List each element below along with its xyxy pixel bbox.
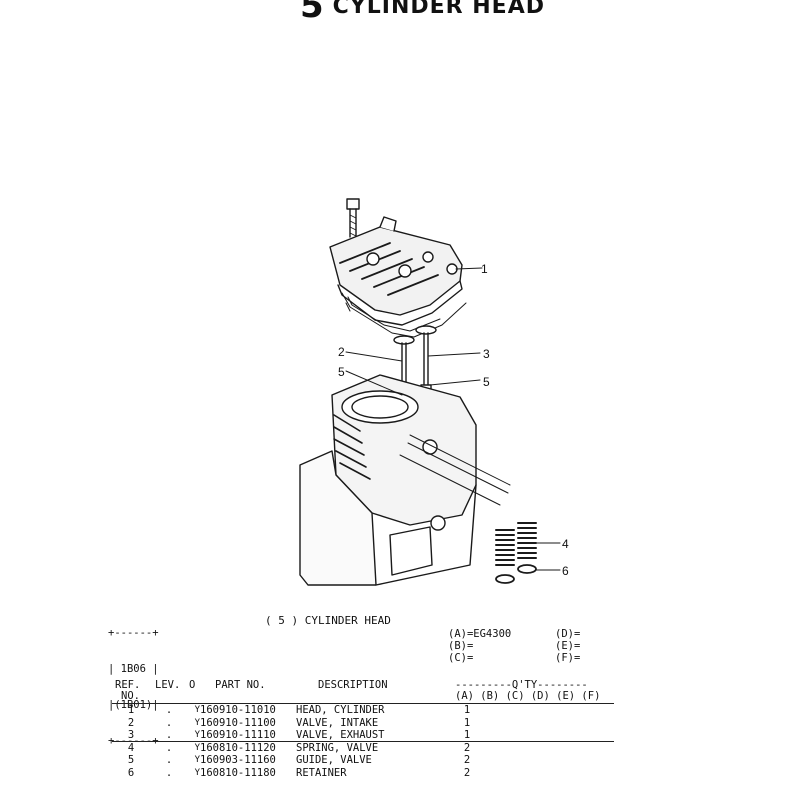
head-bolt — [346, 198, 360, 238]
description: RETAINER — [296, 766, 347, 779]
callout-6: 6 — [562, 564, 569, 578]
qty-a: 1 — [463, 729, 471, 742]
description: HEAD, CYLINDER — [296, 704, 385, 717]
level: . — [165, 729, 173, 742]
description: VALVE, EXHAUST — [296, 729, 385, 742]
ref-no: 6 — [127, 766, 135, 779]
table-row: 5 . Y 160903-11160 GUIDE, VALVE 2 — [110, 754, 482, 767]
header-rule — [112, 703, 614, 704]
callout-1: 1 — [481, 262, 488, 276]
callout-4: 4 — [562, 537, 569, 551]
table-row: 1 . Y 160910-11010 HEAD, CYLINDER 1 — [110, 704, 482, 717]
model-b: (B)= — [448, 640, 474, 652]
origin-mark: Y — [194, 742, 200, 753]
page-section-title: 5 CYLINDER HEAD — [300, 0, 545, 26]
ref-no: 5 — [127, 754, 135, 767]
header-lev: LEV. — [155, 679, 181, 691]
section-title: CYLINDER HEAD — [332, 0, 545, 19]
level: . — [165, 716, 173, 729]
retainers — [495, 564, 537, 584]
description: GUIDE, VALVE — [296, 754, 372, 767]
model-d: (D)= — [555, 628, 581, 640]
qty-a: 1 — [463, 704, 471, 717]
origin-mark: Y — [194, 717, 200, 728]
exploded-view-drawing — [299, 198, 561, 586]
callout-5-left: 5 — [338, 365, 345, 379]
model-box: +------+ | 1B06 | |(1B01)| +------+ — [108, 603, 159, 759]
ref-no: 4 — [127, 741, 135, 754]
callout-3: 3 — [483, 347, 490, 361]
level: . — [165, 754, 173, 767]
table-row: 3 . Y 160910-11110 VALVE, EXHAUST 1 — [110, 729, 482, 742]
qty-a: 2 — [463, 741, 471, 754]
ref-no: 2 — [127, 716, 135, 729]
callout-2: 2 — [338, 345, 345, 359]
table-row: 6 . Y 160810-11180 RETAINER 2 — [110, 767, 482, 780]
level: . — [165, 766, 173, 779]
model-box-line2: |(1B01)| — [108, 699, 159, 711]
origin-mark: Y — [194, 705, 200, 716]
description: VALVE, INTAKE — [296, 716, 379, 729]
qty-a: 1 — [463, 716, 471, 729]
section-heading: ( 5 ) CYLINDER HEAD — [265, 614, 391, 627]
level: . — [165, 704, 173, 717]
description: SPRING, VALVE — [296, 741, 379, 754]
origin-mark: Y — [194, 767, 200, 778]
qty-a: 2 — [463, 754, 471, 767]
part-number: 160810-11180 — [200, 766, 276, 779]
header-o: O — [189, 679, 196, 691]
qty-a: 2 — [463, 766, 471, 779]
part-number: 160910-11110 — [200, 729, 276, 742]
header-ref-no: NO. — [121, 690, 140, 702]
model-f: (F)= — [555, 652, 581, 664]
leader-lines — [345, 267, 561, 571]
header-qty-columns: (A) (B) (C) (D) (E) (F) — [455, 690, 601, 702]
table-row: 2 . Y 160910-11100 VALVE, INTAKE 1 — [110, 717, 482, 730]
header-description: DESCRIPTION — [318, 679, 388, 691]
origin-mark: Y — [194, 755, 200, 766]
level: . — [165, 741, 173, 754]
header-qty: ---------Q'TY-------- — [455, 679, 588, 691]
model-e: (E)= — [555, 640, 581, 652]
group-rule — [112, 741, 614, 742]
model-box-line1: | 1B06 | — [108, 663, 159, 675]
header-ref: REF. — [115, 679, 141, 691]
ref-no: 3 — [127, 729, 135, 742]
origin-mark: Y — [194, 730, 200, 741]
part-number: 160910-11100 — [200, 716, 276, 729]
parts-table: 1 . Y 160910-11010 HEAD, CYLINDER 1 2 . … — [110, 704, 482, 779]
callout-5-right: 5 — [483, 375, 490, 389]
model-c: (C)= — [448, 652, 474, 664]
table-row: 4 . Y 160810-11120 SPRING, VALVE 2 — [110, 742, 482, 755]
valve-springs — [495, 522, 537, 566]
part-number: 160910-11010 — [200, 704, 276, 717]
model-box-top: +------+ — [108, 627, 159, 639]
part-number: 160903-11160 — [200, 754, 276, 767]
head-gasket — [341, 292, 467, 338]
header-part-no: PART NO. — [215, 679, 266, 691]
ref-no: 1 — [127, 704, 135, 717]
section-number: 5 — [300, 0, 325, 26]
cylinder-block — [299, 374, 511, 586]
part-number: 160810-11120 — [200, 741, 276, 754]
model-a: (A)=EG4300 — [448, 628, 512, 640]
